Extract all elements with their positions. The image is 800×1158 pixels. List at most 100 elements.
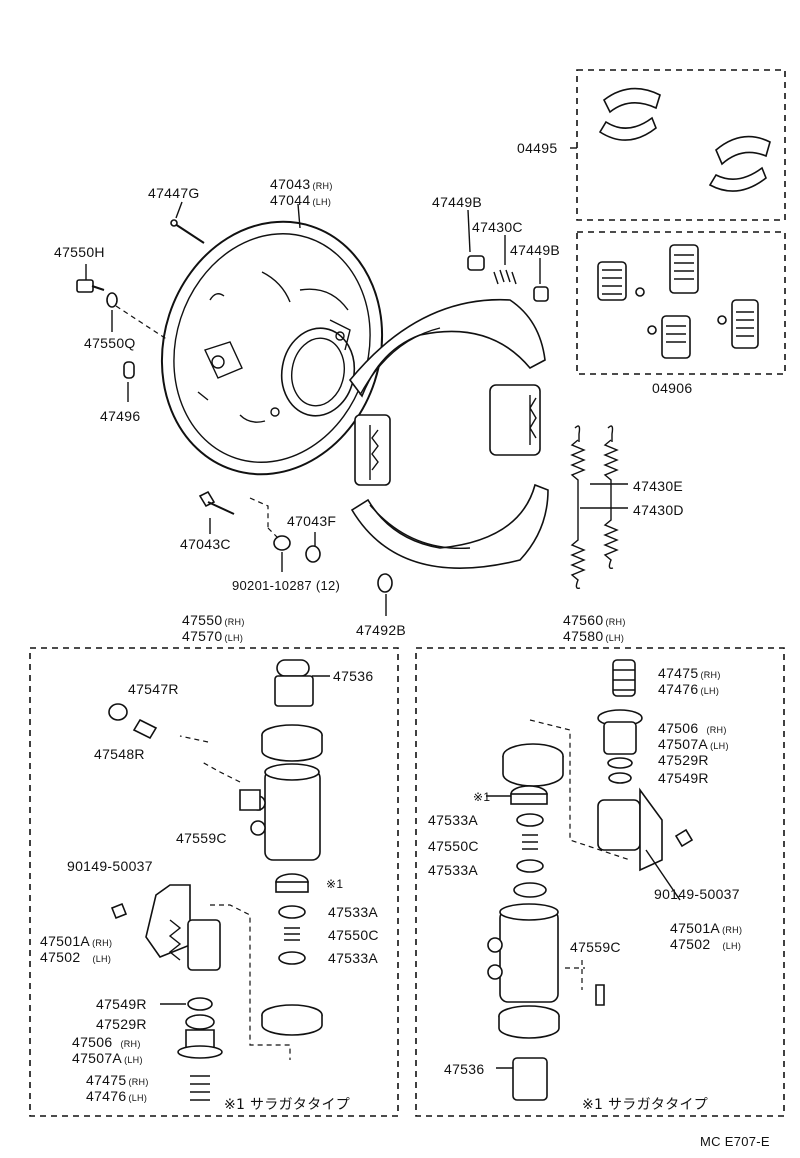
right-suffix-47507a: (LH) [710,741,729,751]
left-label-47550c: 47550C [328,927,379,943]
right-label-47475: 47475(RH) [658,665,721,683]
right-label-47506: 47506 (RH) [658,720,727,738]
footer-code: MC E707-E [700,1134,770,1149]
right-label-90149: 90149-50037 [654,886,740,902]
part-47044: 47044 [270,192,311,208]
suffix-47580: (LH) [605,633,625,643]
left-label-star1: ※1 [326,877,344,891]
label-47560: 47560(RH) [563,612,626,630]
left-label-47533a-upper: 47533A [328,904,379,920]
right-label-47529r: 47529R [658,752,709,768]
left-part-47476: 47476 [86,1088,127,1104]
part-47560: 47560 [563,612,604,628]
right-part-47501a: 47501A [670,920,721,936]
label-47550: 47550(RH) [182,612,245,630]
cylinder-kit-box [576,231,786,375]
left-suffix-47502: (LH) [92,954,112,964]
right-suffix-47501a: (RH) [722,925,743,935]
left-label-47533a-lower: 47533A [328,950,379,966]
label-47570: 47570(LH) [182,628,243,646]
left-part-47501a: 47501A [40,933,91,949]
brake-shoes-illustration [348,255,549,593]
right-suffix-47475: (RH) [700,670,721,680]
left-label-47549r: 47549R [96,996,147,1012]
label-47550q: 47550Q [84,335,136,351]
right-part-47507a: 47507A [658,736,709,752]
label-47449b-upper: 47449B [432,194,483,210]
left-label-47501a: 47501A(RH) [40,933,112,951]
brake-shoe-set-illustration [570,87,771,192]
right-label-47476: 47476(LH) [658,681,719,699]
left-part-47506: 47506 [72,1034,113,1050]
label-47550h: 47550H [54,244,105,260]
left-label-47548r: 47548R [94,746,145,762]
part-47570: 47570 [182,628,223,644]
label-47496: 47496 [100,408,141,424]
right-label-star1: ※1 [473,790,491,804]
left-suffix-47476: (LH) [128,1093,148,1103]
left-label-47547r: 47547R [128,681,179,697]
label-90201: 90201-10287 (12) [232,578,341,593]
label-47430e: 47430E [633,478,684,494]
right-label-47536: 47536 [444,1061,485,1077]
label-47447g: 47447G [148,185,200,201]
left-label-47476: 47476(LH) [86,1088,147,1106]
right-label-47502: 47502 (LH) [670,936,741,954]
left-part-47507a: 47507A [72,1050,123,1066]
right-label-47559c: 47559C [570,939,621,955]
right-suffix-47476: (LH) [700,686,720,696]
leader-lines [85,201,541,616]
return-springs-illustration [570,425,628,590]
right-part-47475: 47475 [658,665,699,681]
label-47044: 47044(LH) [270,192,331,210]
suffix-47560: (RH) [605,617,626,627]
left-suffix-47507a: (LH) [124,1055,143,1065]
suffix-47550: (RH) [224,617,245,627]
right-label-47549r: 47549R [658,770,709,786]
left-caption: ※1 サラガタタイプ [224,1097,351,1113]
left-label-47506: 47506 (RH) [72,1034,141,1052]
left-part-47475: 47475 [86,1072,127,1088]
plate-small-parts [76,219,321,563]
left-label-47502: 47502 (LH) [40,949,111,967]
label-47580: 47580(LH) [563,628,624,646]
left-cylinder-illustration [108,659,330,1101]
right-cylinder-illustration [486,659,694,1101]
left-suffix-47475: (RH) [128,1077,149,1087]
left-label-47536: 47536 [333,668,374,684]
label-04906: 04906 [652,380,693,396]
part-47580: 47580 [563,628,604,644]
left-label-47475: 47475(RH) [86,1072,149,1090]
right-part-47502: 47502 [670,936,711,952]
shoe-set-box [576,69,786,221]
right-caption: ※1 サラガタタイプ [582,1097,709,1113]
suffix-47044: (LH) [312,197,332,207]
right-label-47533a-lower: 47533A [428,862,479,878]
label-04495: 04495 [517,140,558,156]
right-part-47506: 47506 [658,720,699,736]
cylinder-kit-illustration [597,244,759,359]
label-47430c: 47430C [472,219,523,235]
label-47492b: 47492B [356,622,407,638]
suffix-47043: (RH) [312,181,333,191]
left-suffix-47506: (RH) [120,1039,141,1049]
left-label-47507a: 47507A(LH) [72,1050,143,1068]
left-suffix-47501a: (RH) [92,938,113,948]
right-suffix-47502: (LH) [722,941,742,951]
label-47043c: 47043C [180,536,231,552]
right-label-47533a-upper: 47533A [428,812,479,828]
right-label-47550c: 47550C [428,838,479,854]
right-label-47507a: 47507A(LH) [658,736,729,754]
left-part-47502: 47502 [40,949,81,965]
label-47449b-lower: 47449B [510,242,561,258]
label-47430d: 47430D [633,502,684,518]
label-47043: 47043(RH) [270,176,333,194]
right-part-47476: 47476 [658,681,699,697]
left-label-47559c: 47559C [176,830,227,846]
suffix-47570: (LH) [224,633,244,643]
right-label-47501a: 47501A(RH) [670,920,742,938]
left-label-47529r: 47529R [96,1016,147,1032]
part-47043: 47043 [270,176,311,192]
right-suffix-47506: (RH) [706,725,727,735]
